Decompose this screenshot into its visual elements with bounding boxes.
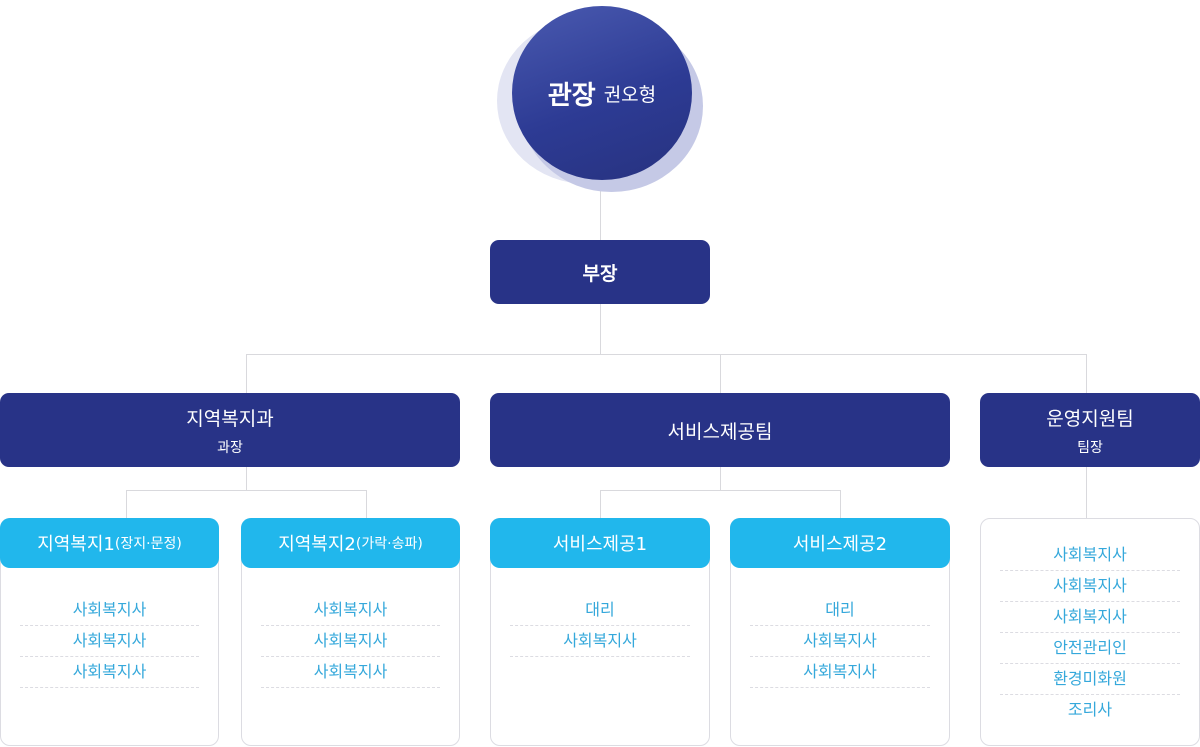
- connector-dept2-down: [720, 467, 721, 491]
- member-list: 대리 사회복지사 사회복지사: [750, 596, 930, 689]
- list-item: 사회복지사: [261, 627, 440, 657]
- list-item: 안전관리인: [1000, 634, 1180, 664]
- list-item: 사회복지사: [1000, 572, 1180, 602]
- list-item: 사회복지사: [1000, 541, 1180, 571]
- list-item: 사회복지사: [20, 658, 199, 688]
- connector-dept3-down: [1086, 467, 1087, 518]
- dept-name: 지역복지과: [186, 407, 274, 430]
- list-item: 대리: [750, 596, 930, 626]
- deputy-node: 부장: [490, 240, 710, 304]
- team-box-service2: 서비스제공2 대리 사회복지사 사회복지사: [730, 518, 950, 746]
- member-list: 사회복지사 사회복지사 사회복지사: [20, 596, 199, 689]
- ops-staff-box: 사회복지사 사회복지사 사회복지사 안전관리인 환경미화원 조리사: [980, 518, 1200, 746]
- team-header: 서비스제공2: [730, 518, 950, 568]
- head-name: 권오형: [603, 83, 657, 106]
- dept-sub: 팀장: [1077, 439, 1103, 456]
- team-suffix: (장지·문정): [114, 536, 182, 552]
- member-list: 사회복지사 사회복지사 사회복지사: [261, 596, 440, 689]
- dept-node-operations: 운영지원팀 팀장: [980, 393, 1200, 467]
- team-name: 서비스제공1: [552, 534, 648, 555]
- dept-sub: 과장: [217, 439, 243, 456]
- deputy-title: 부장: [582, 262, 618, 285]
- team-suffix: (가락·송파): [355, 536, 423, 552]
- connector-dept1-teams: [126, 490, 367, 491]
- connector-dept1-down: [246, 467, 247, 491]
- list-item: 사회복지사: [261, 596, 440, 626]
- list-item: 사회복지사: [261, 658, 440, 688]
- connector-dept2-teams: [600, 490, 841, 491]
- dept-name: 서비스제공팀: [667, 420, 773, 443]
- list-item: 사회복지사: [750, 658, 930, 688]
- connector-team3: [600, 490, 601, 518]
- list-item: 사회복지사: [20, 627, 199, 657]
- team-header: 지역복지2(가락·송파): [241, 518, 460, 568]
- connector-dept1: [246, 354, 247, 393]
- list-item: 조리사: [1067, 700, 1113, 719]
- connector-dept2: [720, 354, 721, 393]
- team-box-community2: 지역복지2(가락·송파) 사회복지사 사회복지사 사회복지사: [241, 518, 460, 746]
- connector-deputy-down: [600, 304, 601, 354]
- dept-node-service: 서비스제공팀: [490, 393, 950, 467]
- team-name: 서비스제공2: [792, 534, 888, 555]
- team-name: 지역복지2: [278, 534, 356, 555]
- dept-node-community: 지역복지과 과장: [0, 393, 460, 467]
- dept-name: 운영지원팀: [1046, 407, 1134, 430]
- team-box-community1: 지역복지1(장지·문정) 사회복지사 사회복지사 사회복지사: [0, 518, 219, 746]
- head-title: 관장: [547, 80, 596, 111]
- connector-team1: [126, 490, 127, 518]
- list-item: 사회복지사: [750, 627, 930, 657]
- list-item: 대리: [510, 596, 690, 626]
- team-header: 서비스제공1: [490, 518, 710, 568]
- list-item: 환경미화원: [1000, 665, 1180, 695]
- member-list: 대리 사회복지사: [510, 596, 690, 658]
- connector-team2: [366, 490, 367, 518]
- team-box-service1: 서비스제공1 대리 사회복지사: [490, 518, 710, 746]
- list-item: 사회복지사: [1000, 603, 1180, 633]
- connector-head-deputy: [600, 182, 601, 240]
- connector-dept3: [1086, 354, 1087, 393]
- head-node: 관장 권오형: [512, 6, 692, 180]
- team-name: 지역복지1: [37, 534, 115, 555]
- member-list: 사회복지사 사회복지사 사회복지사 안전관리인 환경미화원 조리사: [1000, 541, 1180, 727]
- connector-team4: [840, 490, 841, 518]
- list-item: 사회복지사: [510, 627, 690, 657]
- team-header: 지역복지1(장지·문정): [0, 518, 219, 568]
- connector-dept-horizontal: [246, 354, 1087, 355]
- list-item: 사회복지사: [20, 596, 199, 626]
